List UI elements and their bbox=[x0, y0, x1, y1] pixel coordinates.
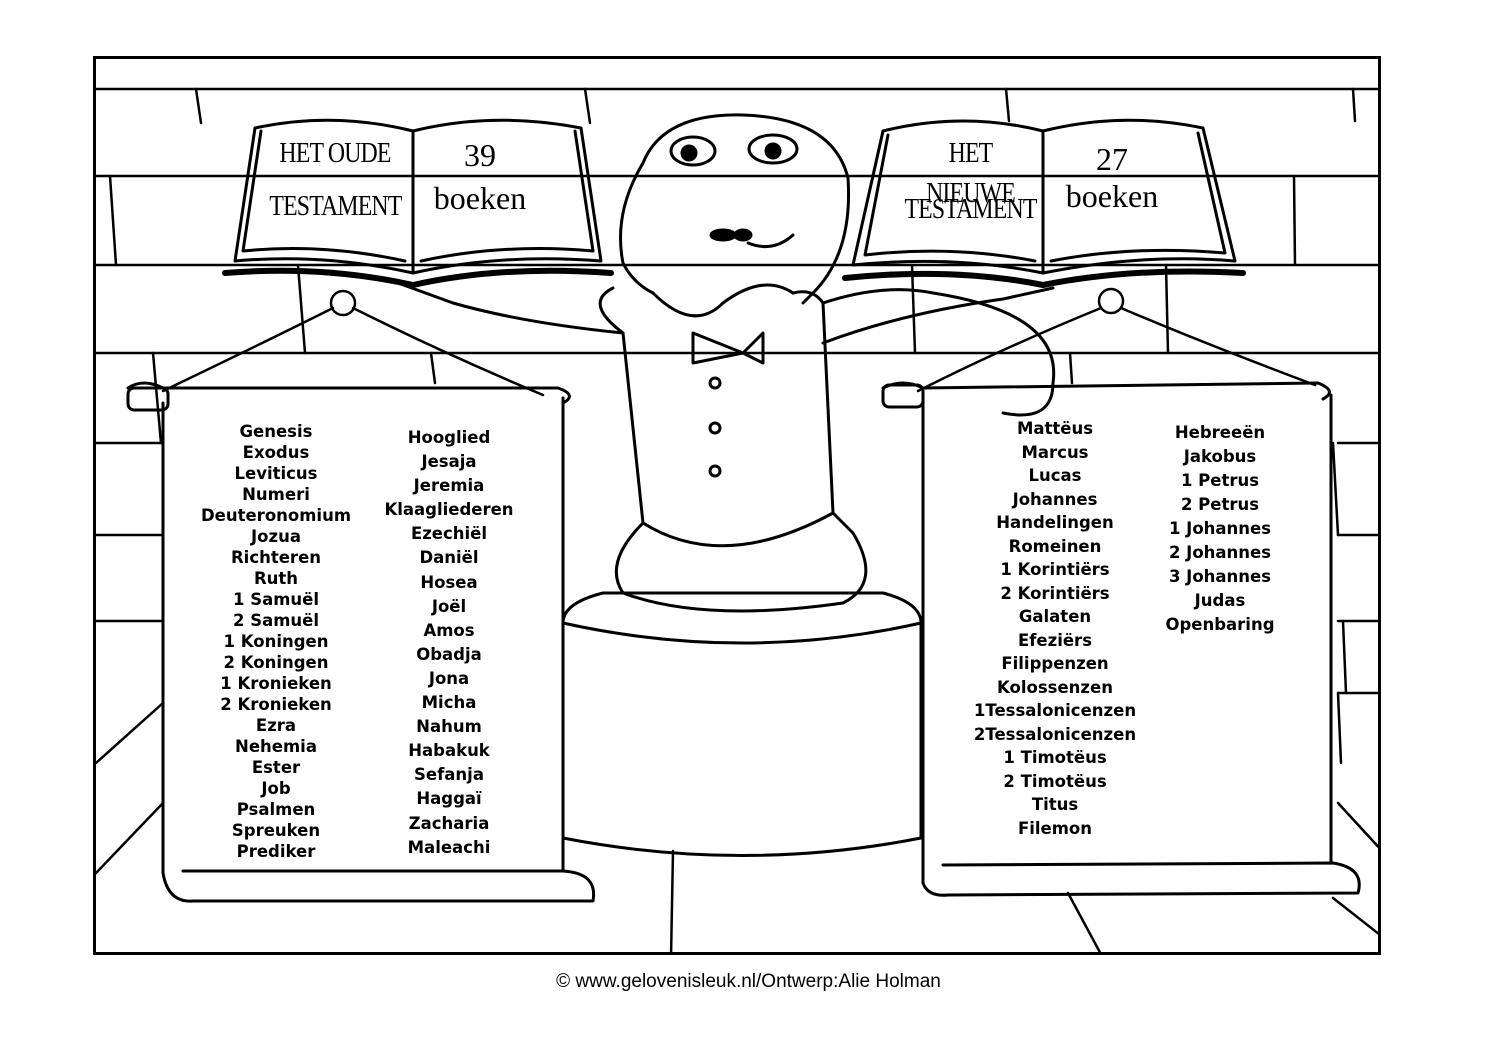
book-name-item: 1 Samuël bbox=[232, 590, 320, 609]
book-name-item: Klaagliederen bbox=[384, 500, 514, 520]
book-name-item: 3 Johannes bbox=[1168, 567, 1272, 586]
book-name-item: Hebreeën bbox=[1174, 423, 1266, 442]
brick-wall bbox=[96, 87, 1378, 765]
old-testament-title-line2: TESTAMENT bbox=[269, 190, 402, 222]
book-name-item: 2 Samuël bbox=[232, 611, 320, 630]
book-name-item: Marcus bbox=[1021, 442, 1089, 462]
book-name-item: Jesaja bbox=[421, 452, 477, 472]
book-name-item: 1 Timotëus bbox=[1003, 748, 1107, 767]
book-name-item: Sefanja bbox=[414, 765, 484, 785]
scroll-left bbox=[126, 381, 596, 903]
book-name-item: Haggaï bbox=[416, 789, 482, 809]
book-name-item: Jozua bbox=[251, 527, 301, 546]
book-new-testament bbox=[842, 118, 1246, 288]
book-name-item: Joël bbox=[431, 596, 467, 616]
new-testament-title-line1: HET NIEUWE bbox=[926, 137, 1016, 209]
book-name-item: 1 Koningen bbox=[223, 632, 329, 651]
book-name-item: Ezra bbox=[255, 716, 297, 735]
book-name-item: 2 Kronieken bbox=[220, 695, 332, 714]
book-name-item: 2 Timotëus bbox=[1003, 771, 1107, 791]
pedestal bbox=[561, 591, 923, 857]
book-name-item: 1 Kronieken bbox=[220, 674, 332, 693]
book-name-item: Genesis bbox=[239, 422, 313, 441]
book-name-item: 2 Petrus bbox=[1180, 495, 1260, 514]
book-name-item: 1 Petrus bbox=[1180, 471, 1260, 490]
book-name-item: Nahum bbox=[416, 717, 482, 737]
book-name-item: 1Tessalonicenzen bbox=[973, 701, 1137, 720]
book-name-item: Obadja bbox=[416, 644, 482, 664]
book-name-item: Job bbox=[261, 779, 291, 798]
book-name-item: Prediker bbox=[236, 842, 316, 861]
book-name-item: Ruth bbox=[253, 569, 299, 588]
book-name-item: 1 Korintiërs bbox=[1000, 560, 1110, 579]
book-name-item: Habakuk bbox=[408, 741, 490, 761]
book-old-testament bbox=[222, 118, 614, 288]
book-name-item: Zacharia bbox=[408, 813, 490, 833]
book-name-item: Jona bbox=[428, 668, 470, 688]
book-name-item: Jeremia bbox=[413, 476, 485, 496]
book-name-item: Efeziërs bbox=[1017, 630, 1093, 650]
new-testament-title-line2: TESTAMENT bbox=[904, 193, 1037, 225]
snake-character bbox=[396, 113, 1056, 613]
book-name-item: 2Tessalonicenzen bbox=[973, 724, 1137, 744]
book-name-item: Mattëus bbox=[1016, 419, 1094, 438]
scroll-right bbox=[881, 381, 1361, 897]
book-name-item: Hooglied bbox=[407, 428, 491, 447]
book-name-item: Ezechiël bbox=[410, 524, 488, 544]
book-name-item: Micha bbox=[421, 693, 477, 713]
book-name-item: Lucas bbox=[1028, 466, 1082, 485]
book-name-item: Psalmen bbox=[236, 800, 316, 819]
new-testament-unit: boeken bbox=[1065, 178, 1159, 214]
book-name-item: 2 Korintiërs bbox=[1000, 583, 1110, 603]
book-name-item: Hosea bbox=[420, 572, 478, 592]
book-name-item: 1 Johannes bbox=[1168, 519, 1272, 538]
book-name-item: Judas bbox=[1194, 591, 1246, 610]
coloring-page-frame bbox=[93, 56, 1381, 955]
book-name-item: Richteren bbox=[230, 548, 322, 567]
book-name-item: Galaten bbox=[1018, 607, 1092, 626]
book-name-item: Exodus bbox=[242, 443, 310, 462]
old-testament-count: 39 bbox=[464, 137, 496, 173]
old-testament-title-line1: HET OUDE bbox=[279, 137, 391, 169]
book-name-item: 2 Koningen bbox=[223, 653, 329, 672]
book-name-item: Maleachi bbox=[407, 837, 491, 857]
copyright-notice: © www.gelovenisleuk.nl/Ontwerp:Alie Holm… bbox=[556, 971, 941, 992]
book-name-item: Spreuken bbox=[231, 821, 321, 840]
coloring-illustration bbox=[96, 87, 1378, 952]
book-name-item: Romeinen bbox=[1008, 536, 1102, 556]
hanging-ropes bbox=[161, 287, 1317, 397]
book-name-item: Ester bbox=[251, 758, 301, 777]
book-name-item: Amos bbox=[423, 620, 475, 640]
book-name-item: Johannes bbox=[1012, 489, 1098, 509]
old-testament-unit: boeken bbox=[433, 180, 527, 216]
book-name-item: 2 Johannes bbox=[1168, 543, 1272, 562]
book-name-item: Jakobus bbox=[1183, 447, 1257, 466]
floor-lines bbox=[96, 701, 1378, 952]
new-testament-count: 27 bbox=[1096, 141, 1128, 177]
book-name-item: Titus bbox=[1031, 795, 1079, 814]
book-name-item: Daniël bbox=[419, 548, 479, 568]
book-name-item: Handelingen bbox=[996, 513, 1114, 532]
book-name-item: Numeri bbox=[242, 485, 310, 504]
book-name-item: Filippenzen bbox=[1001, 654, 1109, 673]
book-name-item: Filemon bbox=[1017, 818, 1093, 838]
book-name-item: Deuteronomium bbox=[200, 506, 352, 525]
book-name-item: Nehemia bbox=[235, 737, 317, 756]
book-name-item: Kolossenzen bbox=[997, 677, 1113, 697]
book-name-item: Leviticus bbox=[234, 464, 318, 483]
book-name-item: Openbaring bbox=[1165, 615, 1275, 634]
